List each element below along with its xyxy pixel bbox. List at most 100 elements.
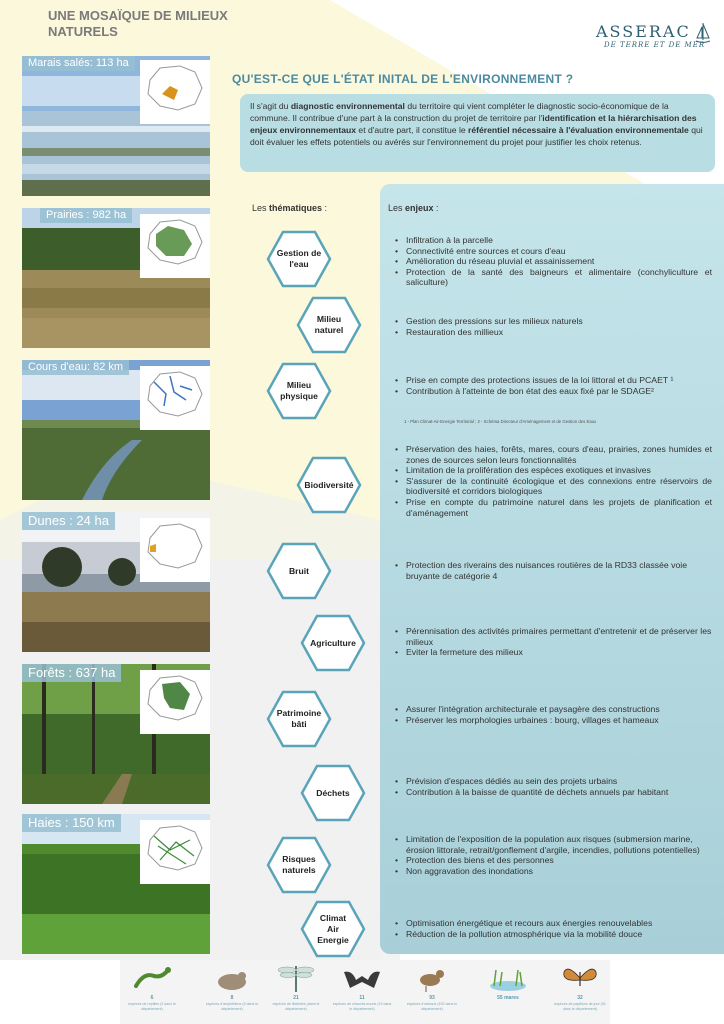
hexagon-icon bbox=[266, 362, 332, 420]
enjeu-item: Restauration des millieux bbox=[392, 327, 712, 338]
theme-name: Gestion de l'eau bbox=[276, 248, 322, 269]
intro-box: Il s'agit du diagnostic environnemental … bbox=[240, 94, 715, 172]
enjeux-list-patrimoine-bati: Assurer l'intégration architecturale et … bbox=[392, 704, 712, 725]
fauna-ponds: 55 mares bbox=[478, 960, 538, 1024]
commune-map-icon bbox=[140, 670, 210, 734]
dragonfly-icon bbox=[277, 966, 315, 992]
hexagon-icon bbox=[300, 900, 366, 958]
header-bold: enjeux bbox=[405, 203, 434, 213]
header-bold: thématiques bbox=[269, 203, 323, 213]
enjeux-list-gestion-eau: Infiltration à la parcelle Connectivité … bbox=[392, 235, 712, 288]
intro-text: du territoire qui vient compléter le dia… bbox=[250, 101, 669, 123]
fauna-caption: espèces de papillons de jour (51 dans le… bbox=[554, 1002, 606, 1011]
fauna-caption: espèces de libellules (dans le départeme… bbox=[272, 1002, 320, 1011]
photo-prairies: Prairies : 982 ha bbox=[22, 208, 210, 348]
hexagon-icon bbox=[266, 542, 332, 600]
fauna-caption: espèces de chauves-souris (19 dans le dé… bbox=[332, 1002, 392, 1011]
photo-label: Forêts : 637 ha bbox=[22, 664, 122, 682]
theme-name: Agriculture bbox=[310, 637, 356, 648]
fauna-count: 6 bbox=[150, 995, 154, 1001]
commune-map-icon bbox=[140, 214, 210, 278]
fauna-count: 21 bbox=[293, 995, 299, 1001]
theme-name: Climat Air Energie bbox=[317, 912, 349, 945]
enjeu-item: Prise en compte du patrimoine naturel da… bbox=[392, 497, 712, 518]
fauna-strip: 6 espèces de reptiles (3 dans le départe… bbox=[120, 960, 610, 1024]
bird-icon bbox=[420, 970, 444, 992]
theme-name: Biodiversité bbox=[304, 479, 354, 490]
lizard-icon bbox=[134, 967, 171, 988]
theme-hex-gestion-eau: Gestion de l'eau bbox=[266, 230, 332, 288]
theme-name: Bruit bbox=[288, 565, 310, 576]
header-text: Les bbox=[388, 203, 406, 213]
enjeu-item: Pérennisation des activités primaires pe… bbox=[392, 626, 712, 647]
fauna-birds: 93 espèces d'oiseaux (192 dans le départ… bbox=[402, 960, 462, 1024]
photo-label: Marais salés: 113 ha bbox=[22, 56, 135, 71]
enjeu-item: S'assurer de la continuité écologique et… bbox=[392, 476, 712, 497]
fauna-count: 11 bbox=[359, 995, 365, 1001]
intro-text: Il s'agit du bbox=[250, 101, 291, 111]
hexagon-icon bbox=[266, 230, 332, 288]
fauna-dragonflies: 21 espèces de libellules (dans le départ… bbox=[266, 960, 326, 1024]
enjeu-item: Prévision d'espaces dédiés au sein des p… bbox=[392, 776, 692, 787]
fauna-reptiles: 6 espèces de reptiles (3 dans le départe… bbox=[122, 960, 182, 1024]
header-text: Les bbox=[252, 203, 270, 213]
enjeux-list-dechets: Prévision d'espaces dédiés au sein des p… bbox=[392, 776, 692, 797]
fauna-count: 8 bbox=[230, 995, 234, 1001]
theme-name: Milieu physique bbox=[280, 380, 318, 401]
enjeux-list-biodiversite: Préservation des haies, forêts, mares, c… bbox=[392, 444, 712, 518]
enjeu-item: Connectivité entre sources et cours d'ea… bbox=[392, 246, 712, 257]
fauna-count: 55 mares bbox=[497, 995, 519, 1001]
enjeu-item: Limitation de la prolifération des espèc… bbox=[392, 465, 712, 476]
hexagon-icon bbox=[296, 456, 362, 514]
enjeu-item: Optimisation énergétique et recours aux … bbox=[392, 918, 712, 929]
enjeux-list-agriculture: Pérennisation des activités primaires pe… bbox=[392, 626, 712, 658]
fauna-count: 93 bbox=[429, 995, 435, 1001]
footnote: 1 - Plan Climat-Air-Energie Territorial … bbox=[404, 419, 597, 424]
enjeu-item: Infiltration à la parcelle bbox=[392, 235, 712, 246]
theme-hex-milieu-physique: Milieu physique bbox=[266, 362, 332, 420]
theme-name: Risques naturels bbox=[282, 854, 316, 875]
enjeux-list-climat-air-energie: Optimisation énergétique et recours aux … bbox=[392, 918, 712, 939]
page-title: UNE MOSAÏQUE DE MILIEUX NATURELS bbox=[48, 8, 228, 39]
theme-name: Déchets bbox=[316, 787, 350, 798]
enjeux-list-bruit: Protection des riverains des nuisances r… bbox=[392, 560, 692, 581]
sailboat-icon bbox=[696, 23, 710, 43]
hexagon-icon bbox=[266, 836, 332, 894]
enjeu-item: Réduction de la pollution atmosphérique … bbox=[392, 929, 712, 940]
enjeu-item: Eviter la fermeture des milieux bbox=[392, 647, 712, 658]
enjeu-item: Préservation des haies, forêts, mares, c… bbox=[392, 444, 712, 465]
header-text: : bbox=[322, 203, 328, 213]
enjeux-header: Les enjeux : bbox=[388, 203, 439, 213]
photo-label: Prairies : 982 ha bbox=[40, 208, 133, 223]
intro-bold: référentiel nécessaire à l'évaluation en… bbox=[468, 125, 689, 135]
fauna-butterflies: 32 espèces de papillons de jour (51 dans… bbox=[550, 960, 610, 1024]
logo-main-text: ASSERAC bbox=[596, 22, 691, 41]
header-text: : bbox=[433, 203, 439, 213]
enjeu-item: Préserver les morphologies urbaines : bo… bbox=[392, 715, 712, 726]
commune-map-icon bbox=[140, 820, 210, 884]
intro-bold: diagnostic environnemental bbox=[290, 101, 405, 111]
theme-hex-milieu-naturel: Milieu naturel bbox=[296, 296, 362, 354]
logo: ASSERAC DE TERRE ET DE MER bbox=[596, 22, 716, 66]
theme-name: Milieu naturel bbox=[314, 314, 344, 335]
photo-label: Dunes : 24 ha bbox=[22, 512, 115, 530]
intro-text: qui doit évaluer les effets potentiels o… bbox=[250, 125, 703, 147]
intro-bold: identification et la hiérarchisation des… bbox=[250, 113, 697, 135]
fauna-count: 32 bbox=[577, 995, 583, 1001]
bat-icon bbox=[344, 971, 380, 988]
theme-hex-agriculture: Agriculture bbox=[300, 614, 366, 672]
butterfly-icon bbox=[563, 968, 597, 986]
toad-icon bbox=[218, 972, 246, 990]
commune-map-icon bbox=[140, 366, 210, 430]
enjeu-item: Protection des biens et des personnes bbox=[392, 855, 712, 866]
enjeu-item: Protection des riverains des nuisances r… bbox=[392, 560, 692, 581]
enjeux-list-milieu-naturel: Gestion des pressions sur les milieux na… bbox=[392, 316, 712, 337]
thematiques-header: Les thématiques : bbox=[252, 203, 327, 213]
fauna-caption: espèces d'oiseaux (192 dans le départeme… bbox=[406, 1002, 458, 1011]
photo-cours-eau: Cours d'eau: 82 km bbox=[22, 360, 210, 500]
enjeu-item: Contribution à la baisse de quantité de … bbox=[392, 787, 692, 798]
theme-hex-bruit: Bruit bbox=[266, 542, 332, 600]
theme-name: Patrimoine bâti bbox=[276, 708, 322, 729]
photo-dunes: Dunes : 24 ha bbox=[22, 512, 210, 652]
hexagon-icon bbox=[300, 764, 366, 822]
